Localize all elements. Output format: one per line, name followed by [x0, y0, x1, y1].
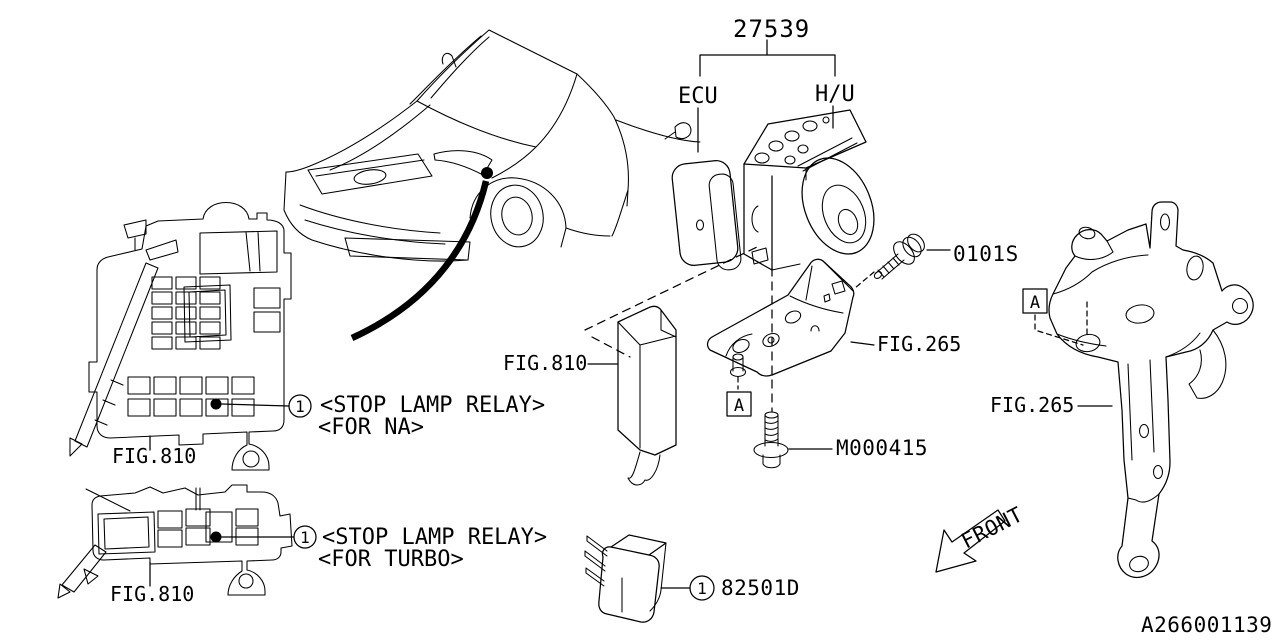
- view-a-marker-center-letter: A: [734, 396, 744, 416]
- callout-leader-na: [221, 403, 290, 407]
- part-number-27539[interactable]: 27539: [733, 15, 810, 43]
- location-dot: [481, 167, 493, 179]
- diagram-id: A266001139: [1141, 613, 1272, 637]
- alignment-dashed-lines: [584, 246, 773, 413]
- view-a-dashed-lines: [737, 271, 1088, 390]
- note-stop-lamp-relay-na: <STOP LAMP RELAY>: [320, 393, 545, 418]
- view-a-marker-right-letter: A: [1030, 293, 1040, 313]
- bracket-small-drawing: [706, 258, 855, 378]
- callout-1-relay[interactable]: 1: [689, 575, 715, 601]
- callout-1-relay-number: 1: [697, 579, 707, 598]
- relay-position-dot-na: [210, 398, 222, 410]
- abs-unit-drawing: [671, 109, 875, 271]
- hydraulic-unit-label: H/U: [815, 82, 855, 107]
- assembly-callout-lines: [697, 39, 836, 153]
- part-number-0101s[interactable]: 0101S: [953, 242, 1019, 266]
- bracket-large-drawing: [1048, 201, 1254, 578]
- fig265-large-label[interactable]: FIG.265: [990, 393, 1074, 417]
- note-for-turbo: <FOR TURBO>: [318, 547, 464, 572]
- fig810-connector-label[interactable]: FIG.810: [503, 351, 587, 375]
- relay-position-dot-turbo: [210, 531, 222, 543]
- relay-82501d-drawing: [584, 534, 667, 623]
- front-arrow-icon: [935, 509, 1006, 573]
- front-label: FRONT: [957, 502, 1026, 553]
- front-direction-indicator: FRONT: [935, 502, 1027, 573]
- callout-1-na[interactable]: 1: [288, 394, 312, 418]
- part-number-m000415[interactable]: M000415: [836, 436, 928, 460]
- fig265-small-leader: [850, 341, 875, 346]
- connector-drawing: [617, 305, 677, 486]
- location-pointer-curve: [350, 180, 490, 341]
- callout-1-turbo[interactable]: 1: [293, 525, 317, 549]
- note-for-na: <FOR NA>: [318, 415, 424, 440]
- fusebox-turbo-drawing: [57, 484, 293, 599]
- view-a-marker-right: A: [1022, 288, 1048, 314]
- callout-1-na-number: 1: [295, 397, 305, 416]
- ecu-label: ECU: [678, 84, 718, 109]
- screw-0101s-drawing: [873, 233, 925, 280]
- car-illustration: [283, 29, 701, 262]
- fusebox-na-drawing: [69, 201, 292, 471]
- part-number-82501d[interactable]: 82501D: [721, 576, 800, 600]
- fig810-fusebox-na-label[interactable]: FIG.810: [112, 444, 196, 468]
- note-stop-lamp-relay-turbo: <STOP LAMP RELAY>: [322, 525, 547, 550]
- fig265-small-label[interactable]: FIG.265: [877, 332, 961, 356]
- callout-1-turbo-number: 1: [300, 528, 310, 547]
- fig810-fusebox-turbo-label[interactable]: FIG.810: [110, 582, 194, 606]
- view-a-marker-center: A: [726, 391, 752, 417]
- bolt-m000415-drawing: [753, 411, 789, 469]
